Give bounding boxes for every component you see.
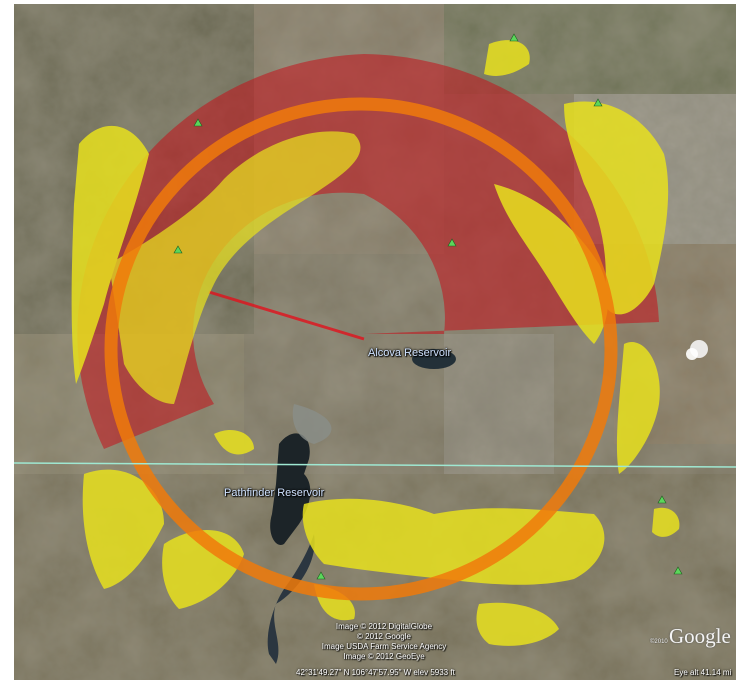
reservoirs [267, 349, 456, 664]
bearing-line [208, 290, 365, 341]
placemark-triangle-icon[interactable] [193, 118, 203, 127]
attribution-line: © 2012 Google [357, 632, 411, 641]
attribution-line: Image USDA Farm Service Agency [321, 642, 447, 651]
alcova-reservoir-label[interactable]: Alcova Reservoir [368, 347, 452, 359]
cursor-coordinates: 42°31'49.27" N 106°47'57.95" W elev 5933… [296, 668, 455, 677]
placemarks[interactable] [173, 33, 683, 580]
state-boundary-line [14, 462, 736, 468]
range-ring [104, 97, 618, 601]
attribution-line: Image © 2012 DigitalGlobe [335, 622, 433, 631]
viewshed-coverage [71, 40, 680, 646]
map-view[interactable]: Alcova Reservoir Pathfinder Reservoir Im… [14, 4, 736, 680]
map-canvas[interactable] [14, 4, 736, 680]
placemark-triangle-icon[interactable] [593, 98, 603, 107]
placemark-triangle-icon[interactable] [173, 245, 183, 254]
placemark-triangle-icon[interactable] [673, 566, 683, 575]
eye-altitude: Eye alt 41.14 mi [674, 668, 732, 677]
placemark-triangle-icon[interactable] [657, 495, 667, 504]
attribution-line: Image © 2012 GeoEye [343, 652, 425, 661]
placemark-triangle-icon[interactable] [447, 238, 457, 247]
placemark-triangle-icon[interactable] [316, 571, 326, 580]
imagery-attribution: Image © 2012 DigitalGlobe © 2012 Google … [304, 622, 464, 662]
placemark-triangle-icon[interactable] [509, 33, 519, 42]
google-logo: Google [669, 624, 731, 648]
pathfinder-reservoir-label[interactable]: Pathfinder Reservoir [224, 487, 325, 499]
logo-year: ©2010 [650, 639, 668, 645]
